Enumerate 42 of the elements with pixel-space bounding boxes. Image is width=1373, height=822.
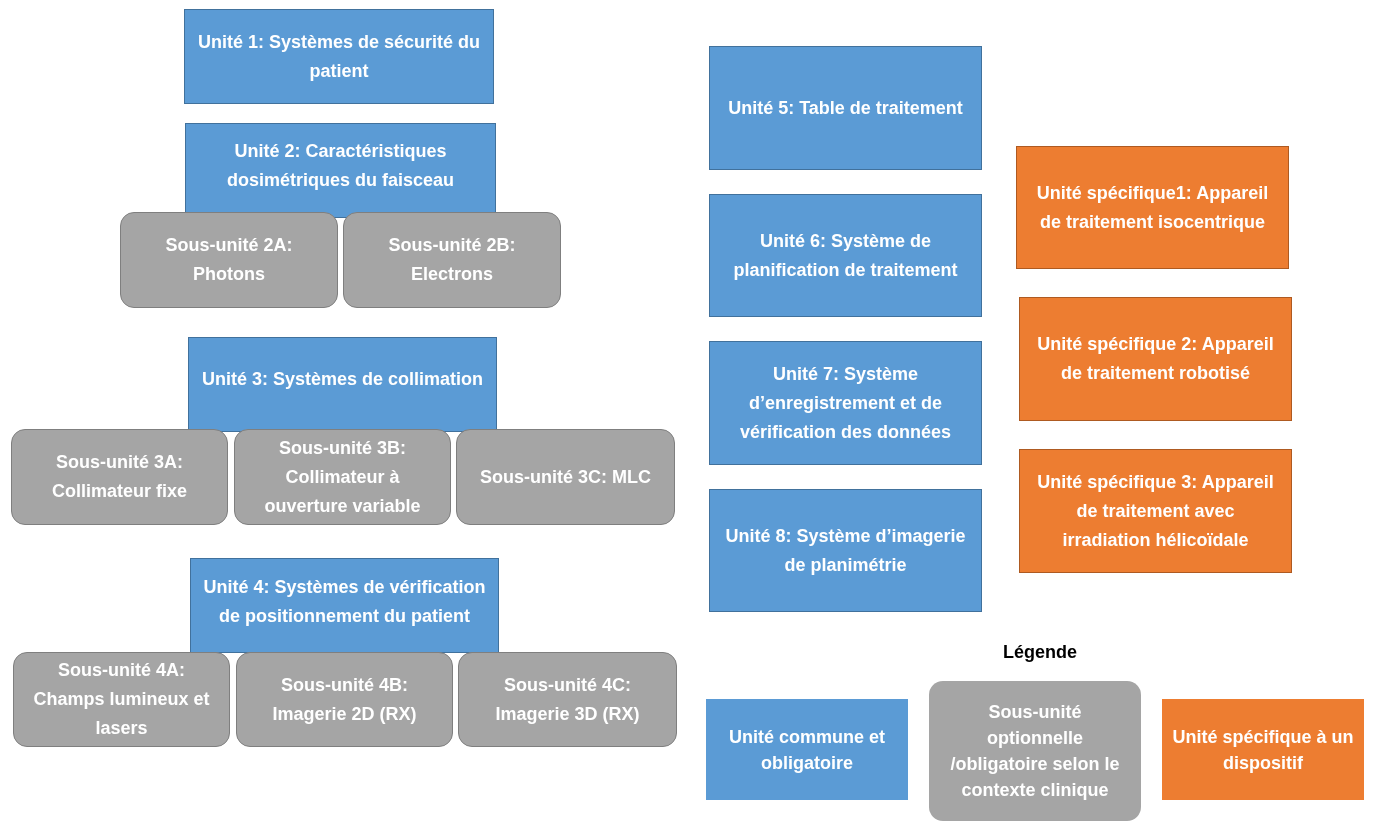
box-label: Unité spécifique1: Appareil de traitement isocentrique (1035, 181, 1270, 234)
unit-box (709, 46, 982, 170)
box-label: Sous-unité 4C: Imagerie 3D (RX) (494, 673, 641, 726)
box-label: Sous-unité 3A: Collimateur fixe (50, 451, 188, 503)
legend-heading: Légende (1002, 642, 1078, 663)
sub-unit-box (11, 429, 228, 525)
box-label: Unité spécifique 2: Appareil de traitement robotisé (1036, 333, 1275, 385)
sub-unit-box (234, 429, 451, 525)
sub-unit-box (456, 429, 675, 525)
sub-unit-box (120, 212, 338, 308)
box-label: Unité 6: Système de planification de traitement (732, 229, 959, 282)
unit-box (709, 194, 982, 317)
box-label: Unité 7: Système d’enregistrement et de vérification des données (738, 362, 953, 444)
unit-box (709, 341, 982, 465)
unit-box (185, 123, 496, 218)
box-label: Sous-unité 2B: Electrons (387, 234, 517, 286)
specific-unit-box (1019, 449, 1292, 573)
unit-box (190, 558, 499, 653)
box-label: Unité 5: Table de traitement (728, 96, 963, 120)
box-label: Sous-unité 4A: Champs lumineux et lasers (32, 659, 211, 740)
box-label: Sous-unité 4B: Imagerie 2D (RX) (271, 673, 418, 726)
box-label: Sous-unité 3C: MLC (480, 465, 651, 489)
sub-unit-box (13, 652, 230, 747)
unit-box (188, 337, 497, 432)
unit-box (184, 9, 494, 104)
legend-label: Sous-unité optionnelle /obligatoire selon le contexte clinique (949, 701, 1121, 802)
box-label: Unité spécifique 3: Appareil de traitement avec irradiation hélicoïdale (1036, 470, 1275, 552)
box-label: Unité 2: Caractéristiques dosimétriques du faisceau (225, 139, 456, 192)
specific-unit-box (1016, 146, 1289, 269)
legend-label: Unité spécifique à un dispositif (1172, 725, 1354, 775)
box-label: Unité 4: Systèmes de vérification de positionnement du patient (202, 575, 487, 628)
box-label: Sous-unité 3B: Collimateur à ouverture variable (263, 436, 422, 518)
sub-unit-box (458, 652, 677, 747)
specific-unit-box (1019, 297, 1292, 421)
box-label: Unité 1: Systèmes de sécurité du patient (196, 30, 482, 83)
box-label: Unité 8: Système d’imagerie de planimétrie (724, 524, 967, 577)
box-label: Sous-unité 2A: Photons (164, 234, 294, 286)
unit-box (709, 489, 982, 612)
sub-unit-box (343, 212, 561, 308)
legend-label: Unité commune et obligatoire (728, 725, 886, 775)
sub-unit-box (236, 652, 453, 747)
box-label: Unité 3: Systèmes de collimation (201, 368, 484, 391)
